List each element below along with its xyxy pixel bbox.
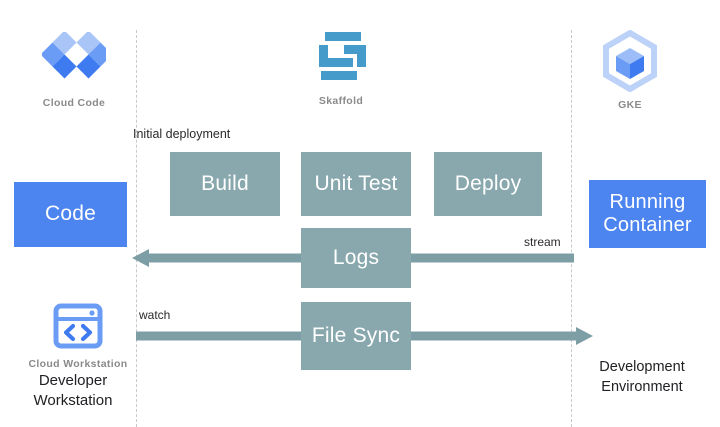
cloud-workstation-caption: Cloud Workstation	[28, 358, 128, 370]
running-container-line1: Running	[609, 191, 686, 213]
code-box[interactable]: Code	[14, 182, 127, 247]
unit-test-box-label: Unit Test	[314, 172, 398, 195]
logs-box-label: Logs	[332, 246, 380, 269]
running-container-box[interactable]: Running Container	[589, 180, 706, 248]
developer-workstation-caption: Developer Workstation	[10, 371, 136, 412]
running-container-box-label: Running Container	[603, 191, 692, 237]
deploy-box[interactable]: Deploy	[434, 152, 542, 216]
build-box-label: Build	[201, 172, 249, 195]
watch-label: watch	[139, 308, 171, 322]
cloud-code-icon-group: Cloud Code	[22, 32, 126, 109]
gke-icon-group: GKE	[578, 30, 682, 111]
running-container-line2: Container	[603, 214, 692, 236]
build-box[interactable]: Build	[170, 152, 280, 216]
code-box-label: Code	[44, 202, 96, 226]
initial-deployment-label: Initial deployment	[133, 127, 231, 141]
environment-boundary-line	[571, 30, 572, 427]
skaffold-caption: Skaffold	[318, 95, 364, 107]
workstation-boundary-line	[136, 30, 137, 427]
skaffold-icon-group: Skaffold	[289, 30, 393, 107]
unit-test-box[interactable]: Unit Test	[301, 152, 411, 216]
developer-workstation-line2: Workstation	[33, 392, 113, 410]
skaffold-icon	[319, 32, 366, 80]
development-environment-line1: Development	[599, 359, 685, 375]
cloud-workstation-icon-group: Cloud Workstation	[22, 303, 134, 370]
logs-box[interactable]: Logs	[301, 228, 411, 288]
cloud-code-caption: Cloud Code	[42, 97, 106, 109]
stream-label: stream	[524, 235, 561, 249]
cloud-workstation-icon	[53, 303, 103, 349]
deploy-box-label: Deploy	[454, 172, 522, 195]
cloud-code-icon	[42, 32, 106, 79]
gke-caption: GKE	[618, 99, 642, 111]
development-environment-line2: Environment	[601, 378, 683, 395]
developer-workstation-line1: Developer	[38, 372, 108, 389]
file-sync-box-label: File Sync	[311, 324, 401, 347]
development-environment-caption: Development Environment	[578, 358, 706, 397]
gke-icon	[603, 30, 657, 92]
file-sync-box[interactable]: File Sync	[301, 302, 411, 370]
